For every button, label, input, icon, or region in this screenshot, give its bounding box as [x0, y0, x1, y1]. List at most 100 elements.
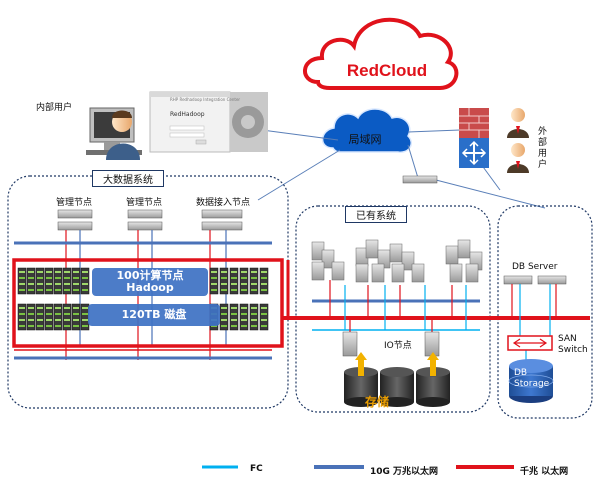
rack-unit [249, 267, 259, 295]
external-user-char: 用 [538, 149, 548, 159]
rack-led [46, 325, 52, 327]
rack-led [221, 325, 227, 327]
db-server-1 [503, 275, 533, 285]
db-gigabit-links [511, 284, 557, 318]
disk-label: 120TB 磁盘 [121, 308, 187, 321]
rack-unit [44, 303, 54, 331]
rack-led [64, 307, 70, 309]
db-fc-links [519, 284, 551, 366]
existing-title: 已有系统 [345, 206, 407, 223]
rack-led [28, 271, 34, 273]
rack-unit [71, 267, 81, 295]
tower-server [355, 263, 369, 283]
rack-unit [17, 303, 27, 331]
rack-unit [239, 303, 249, 331]
tower-server [465, 263, 479, 283]
rack-led [261, 271, 267, 273]
rack-led [46, 283, 52, 285]
db-server-label: DB Server [512, 262, 558, 272]
rack-led [64, 277, 70, 279]
db-storage-label-line: DB [514, 368, 528, 378]
external-user-char: 户 [538, 160, 548, 170]
rack-led [73, 283, 79, 285]
tower-server [365, 239, 379, 259]
rack-led [251, 277, 257, 279]
tower-server [457, 239, 471, 259]
rack-led [231, 313, 237, 315]
db-storage-icon [508, 359, 554, 403]
rack-led [55, 289, 61, 291]
data-ingest-node-label: 数据接入节点 [196, 198, 251, 208]
legend-10g-label: 10G 万兆以太网 [370, 467, 439, 477]
rack-led [46, 277, 52, 279]
rack-unit [219, 267, 229, 295]
rack-unit [80, 267, 90, 295]
storage-array [344, 352, 450, 407]
rack-unit [26, 303, 36, 331]
rack-unit [44, 267, 54, 295]
rack-led [28, 307, 34, 309]
rack-led [231, 307, 237, 309]
rack-led [64, 325, 70, 327]
rack-led [221, 319, 227, 321]
rack-led [73, 271, 79, 273]
rack-unit [17, 267, 27, 295]
rack-led [55, 271, 61, 273]
rack-led [221, 313, 227, 315]
rack-led [37, 313, 43, 315]
rack-led [231, 289, 237, 291]
compute-overlay [92, 268, 208, 296]
data-ingest-node [201, 209, 243, 231]
io-node-2 [424, 331, 440, 357]
rack-led [251, 319, 257, 321]
rack-led [64, 283, 70, 285]
external-user-icon-2 [507, 143, 529, 173]
tower-server [389, 243, 403, 263]
rack-unit [71, 303, 81, 331]
rack-led [221, 271, 227, 273]
rack-led [231, 319, 237, 321]
rack-led [19, 277, 25, 279]
rack-led [231, 283, 237, 285]
tower-server [311, 261, 325, 281]
rack-led [82, 277, 88, 279]
existing-system-box [295, 205, 491, 413]
rack-unit [239, 267, 249, 295]
rack-led [261, 283, 267, 285]
tower-server [371, 263, 385, 283]
rack-led [241, 319, 247, 321]
rack-led [261, 325, 267, 327]
rack-led [251, 289, 257, 291]
external-user-icon-1 [507, 108, 529, 138]
rack-unit [62, 267, 72, 295]
rack-led [37, 271, 43, 273]
existing-servers [311, 239, 483, 283]
rack-led [241, 271, 247, 273]
redcloud-title: RedCloud [346, 61, 428, 80]
rack-led [261, 313, 267, 315]
management-node-2 [127, 209, 163, 231]
existing-fc-links [344, 285, 467, 330]
storage-label: 存储 [365, 395, 390, 409]
rack-led [73, 313, 79, 315]
rack-led [73, 319, 79, 321]
rack-led [55, 313, 61, 315]
redcloud-logo [303, 17, 459, 90]
rack-led [28, 277, 34, 279]
rack-led [28, 283, 34, 285]
rack-led [211, 283, 217, 285]
rack-led [55, 307, 61, 309]
rack-led [19, 319, 25, 321]
rack-led [251, 283, 257, 285]
rack-led [251, 271, 257, 273]
internal-user-label: 内部用户 [36, 103, 73, 113]
db-server-2 [537, 275, 567, 285]
lan-cloud [321, 108, 412, 153]
rack-led [231, 277, 237, 279]
rack-unit [26, 267, 36, 295]
rack-led [211, 289, 217, 291]
rack-led [28, 325, 34, 327]
rack-unit [53, 267, 63, 295]
existing-links [329, 280, 453, 340]
san-switch-label: SAN Switch [558, 334, 588, 356]
